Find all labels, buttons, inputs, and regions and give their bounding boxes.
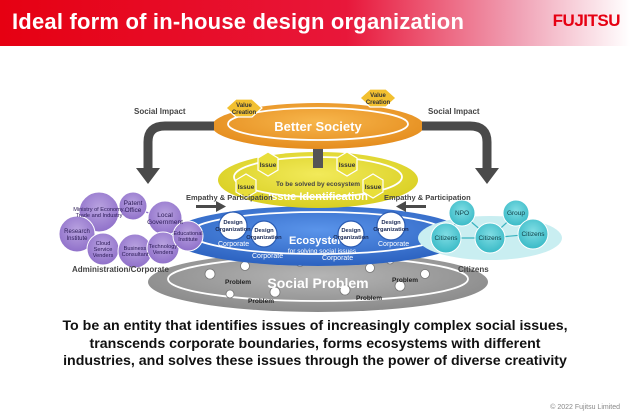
design-org-label: Design: [381, 220, 401, 226]
issue-label: Issue: [260, 162, 277, 169]
citizens-group: NPO Group Citizens Citizens Citizens Cit…: [418, 199, 562, 274]
design-org-label: Design: [254, 228, 274, 234]
corporate-label: Corporate: [218, 241, 249, 248]
value-creation-label: Creation: [232, 110, 257, 116]
social-problem-label: Social Problem: [267, 275, 368, 291]
social-impact-label-left: Social Impact: [134, 107, 186, 116]
page-title: Ideal form of in-house design organizati…: [12, 9, 465, 34]
header-bar: Ideal form of in-house design organizati…: [0, 0, 630, 46]
admin-node-label: Business: [124, 246, 147, 252]
value-creation-label: Value: [370, 93, 386, 99]
citizens-node-label: Citizens: [521, 231, 545, 238]
ecosystem-label: Ecosystem: [289, 235, 347, 247]
social-impact-label-right: Social Impact: [428, 107, 480, 116]
design-org-node: [218, 211, 406, 248]
admin-node-label: Institute: [178, 237, 198, 243]
organization-diagram: Social Problem Problem Problem Problem P…: [58, 88, 562, 312]
copyright: © 2022 Fujitsu Limited: [550, 404, 620, 411]
corporate-label: Corporate: [322, 255, 353, 262]
admin-node-label: Venders: [153, 250, 174, 256]
design-org-label: Design: [341, 228, 361, 234]
design-org-label: Organization: [333, 235, 369, 241]
design-org-label: Organization: [246, 235, 282, 241]
issue-label: Issue: [238, 184, 255, 191]
fujitsu-logo: FUJITSU: [552, 11, 621, 30]
npo-label: NPO: [455, 210, 469, 217]
social-impact-arrows: [143, 121, 492, 170]
admin-node-label: Trade and Industry: [76, 213, 123, 219]
issue-label: Issue: [365, 184, 382, 191]
admin-node-label: Technology: [149, 244, 178, 250]
admin-node-label: Government: [147, 219, 183, 226]
citizens-node-label: Citizens: [478, 235, 502, 242]
issue-label: Issue: [339, 162, 356, 169]
design-org-label: Organization: [215, 227, 251, 233]
design-org-label: Design: [223, 220, 243, 226]
admin-node-label: Cloud: [96, 241, 111, 247]
empathy-participation-label-right: Empathy & Participation: [384, 193, 471, 202]
empathy-arrows: [196, 201, 426, 212]
admin-node-label: Local: [157, 212, 173, 219]
caption-line: transcends corporate boundaries, forms e…: [89, 335, 541, 352]
admin-node-label: Educational: [173, 231, 202, 237]
design-org-label: Organization: [373, 227, 409, 233]
value-creation-label: Value: [236, 103, 252, 109]
problem-label: Problem: [356, 295, 382, 302]
corporate-label: Corporate: [252, 253, 283, 260]
admin-node-label: Ministry of Economy,: [73, 207, 125, 213]
citizens-group-label: Citizens: [458, 265, 489, 274]
ecosystem-sub-label: for solving social issues: [288, 248, 357, 255]
admin-node-label: Office: [125, 207, 142, 214]
admin-node-label: Consultant: [122, 252, 149, 258]
group-label: Group: [507, 210, 525, 217]
admin-node-label: Service: [94, 247, 113, 253]
value-creation-hexagon: [225, 88, 397, 118]
problem-label: Problem: [392, 277, 418, 284]
caption: To be an entity that identifies issues o…: [0, 318, 630, 371]
issue-identification-layer: To be solved by ecosystem Issue Identifi…: [218, 151, 418, 208]
social-impact-arrowheads: [136, 168, 499, 184]
to-be-solved-label: To be solved by ecosystem: [276, 181, 360, 188]
admin-node-label: Patent: [124, 200, 143, 207]
problem-label: Problem: [225, 279, 251, 286]
corporate-label: Corporate: [378, 241, 409, 248]
admin-node-label: Research: [64, 229, 90, 235]
admin-node-label: Venders: [93, 253, 114, 259]
better-society-layer: Better Society Value Creation Value Crea…: [212, 88, 424, 149]
value-creation-label: Creation: [366, 100, 391, 106]
administration-corporate-label: Administration/Corporate: [72, 265, 169, 274]
empathy-participation-label-left: Empathy & Participation: [186, 193, 273, 202]
caption-line: industries, and solves these issues thro…: [63, 353, 567, 369]
problem-label: Problem: [248, 298, 274, 305]
administration-group: Ministry of Economy, Trade and Industry …: [58, 191, 204, 274]
issue-hexagon: [235, 151, 384, 199]
better-society-label: Better Society: [274, 119, 362, 134]
citizens-node-label: Citizens: [434, 235, 458, 242]
admin-node-label: Institute: [66, 236, 88, 242]
issue-identification-label: Issue Identification: [268, 191, 368, 203]
caption-line: To be an entity that identifies issues o…: [62, 318, 568, 334]
